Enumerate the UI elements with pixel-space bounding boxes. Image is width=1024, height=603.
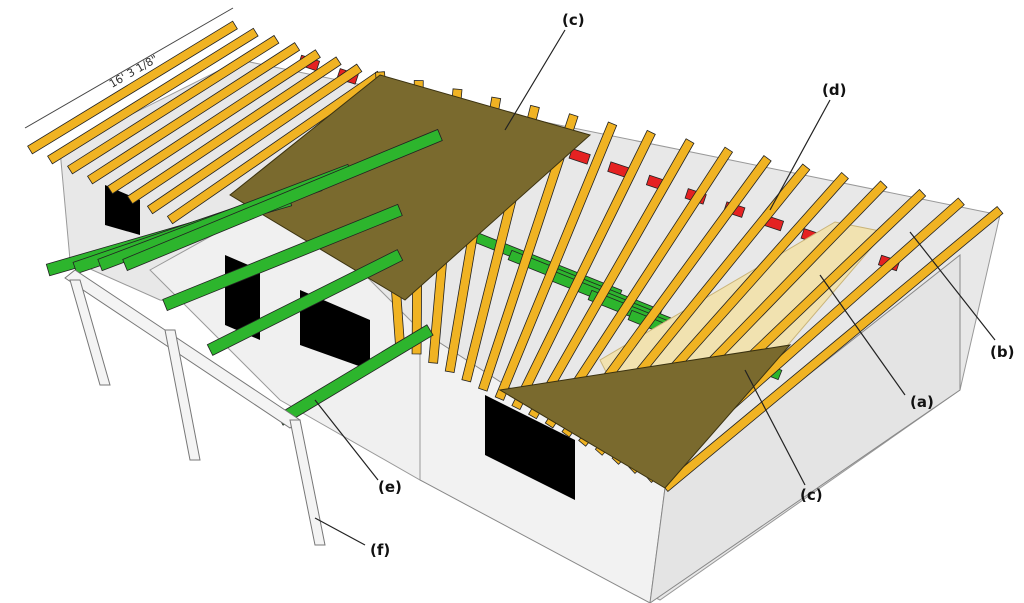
rafter	[146, 63, 363, 215]
end-wall	[649, 253, 961, 603]
leader-lines	[314, 29, 996, 546]
label-c-top: (c)	[562, 11, 585, 29]
rafter	[47, 27, 259, 165]
rafter	[478, 113, 579, 392]
rafter	[126, 56, 342, 205]
porch-joist	[162, 203, 403, 312]
porch-joist	[122, 128, 443, 272]
rafter	[528, 138, 695, 420]
label-a: (a)	[910, 393, 934, 411]
window	[485, 395, 575, 500]
label-c-bottom: (c)	[800, 486, 823, 504]
post-group	[69, 279, 326, 546]
rafter	[544, 146, 734, 429]
rafter	[661, 205, 1004, 493]
label-b: (b)	[990, 343, 1014, 361]
rafter	[511, 129, 656, 411]
porch-post	[164, 329, 201, 461]
rafter	[87, 42, 301, 185]
label-f: (f)	[370, 541, 390, 559]
porch-joist-group	[45, 128, 443, 426]
porch-post	[69, 279, 111, 386]
rafter	[67, 34, 280, 175]
window	[300, 290, 370, 370]
label-d: (d)	[822, 81, 846, 99]
label-e: (e)	[378, 478, 402, 496]
rafter	[27, 20, 238, 155]
roof-sheathing-bottom	[498, 344, 792, 489]
porch-joist	[206, 249, 404, 356]
rafter	[106, 49, 321, 195]
rafter	[561, 155, 772, 438]
porch-post	[289, 419, 326, 546]
dimension-line	[24, 7, 234, 129]
rafter	[494, 121, 618, 401]
